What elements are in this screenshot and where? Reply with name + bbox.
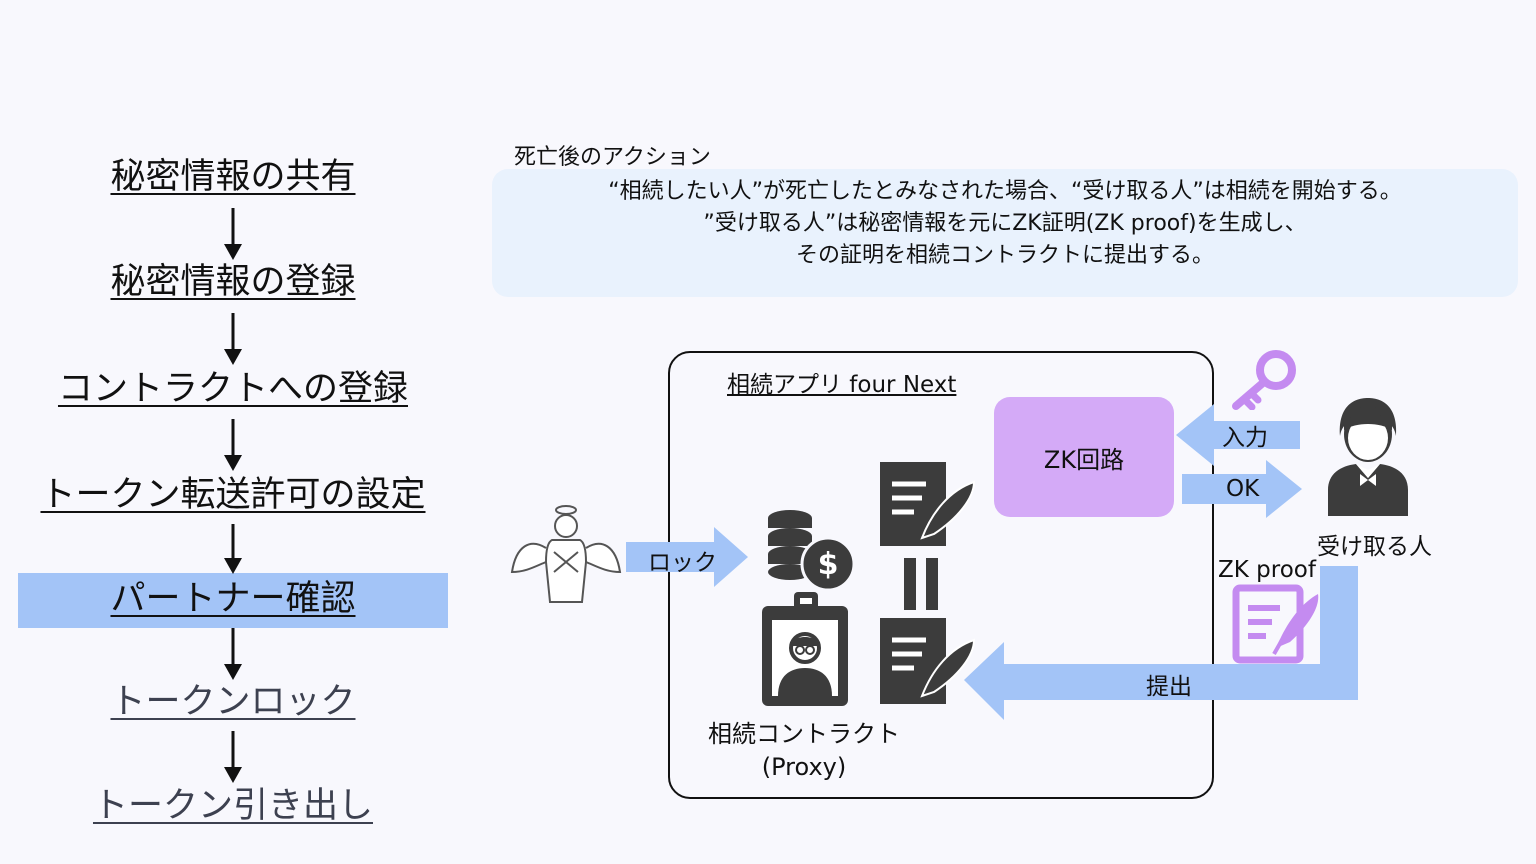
input-label: 入力 (1222, 425, 1268, 451)
zk-circuit-box: ZK回路 (994, 397, 1174, 517)
coins-icon: $ (768, 510, 856, 592)
action-title: 死亡後のアクション (514, 145, 711, 170)
app-container (668, 351, 1214, 799)
submit-label: 提出 (1146, 674, 1192, 700)
action-line-2: ”受け取る人”は秘密情報を元にZK証明(ZK proof)を生成し、 (703, 211, 1307, 236)
down-arrow-icon (224, 208, 242, 260)
active-step-highlight (18, 573, 448, 628)
lock-arrow-icon (626, 527, 748, 587)
receiver-label: 受け取る人 (1317, 534, 1432, 560)
action-description-box (492, 169, 1518, 297)
down-arrow-icon (224, 524, 242, 574)
action-line-3: その証明を相続コントラクトに提出する。 (795, 243, 1214, 268)
zk-circuit-label: ZK回路 (1043, 445, 1125, 474)
down-arrow-icon (224, 313, 242, 365)
contract-label-line2: (Proxy) (761, 753, 847, 781)
id-badge-icon (762, 592, 848, 706)
app-title: 相続アプリ four Next (727, 372, 957, 398)
equals-icon (904, 558, 938, 610)
step-register-contract[interactable]: コントラクトへの登録 (57, 369, 408, 409)
document-icon (880, 618, 976, 704)
step-register-secret[interactable]: 秘密情報の登録 (110, 262, 356, 302)
input-arrow-icon (1176, 404, 1300, 466)
step-partner-confirm[interactable]: パートナー確認 (110, 579, 356, 619)
step-share-secret[interactable]: 秘密情報の共有 (110, 157, 356, 197)
contract-label-line1: 相続コントラクト (708, 720, 900, 748)
step-token-lock[interactable]: トークンロック (110, 682, 356, 722)
svg-text:$: $ (818, 547, 839, 582)
zk-proof-document-icon (1232, 584, 1319, 664)
ok-label: OK (1226, 476, 1260, 502)
step-token-approval[interactable]: トークン転送許可の設定 (40, 475, 426, 515)
down-arrow-icon (224, 419, 242, 471)
submit-arrow-icon (964, 566, 1358, 720)
person-icon (1328, 398, 1408, 516)
angel-icon (510, 505, 622, 603)
ok-arrow-icon (1182, 460, 1302, 518)
document-icon (880, 462, 976, 546)
zk-proof-label: ZK proof (1218, 557, 1316, 583)
down-arrow-icon (224, 731, 242, 783)
step-token-withdraw[interactable]: トークン引き出し (92, 786, 373, 826)
down-arrow-icon (224, 628, 242, 680)
lock-label: ロック (648, 550, 717, 576)
key-icon (1232, 350, 1296, 410)
action-line-1: “相続したい人”が死亡したとみなされた場合、“受け取る人”は相続を開始する。 (608, 179, 1402, 204)
